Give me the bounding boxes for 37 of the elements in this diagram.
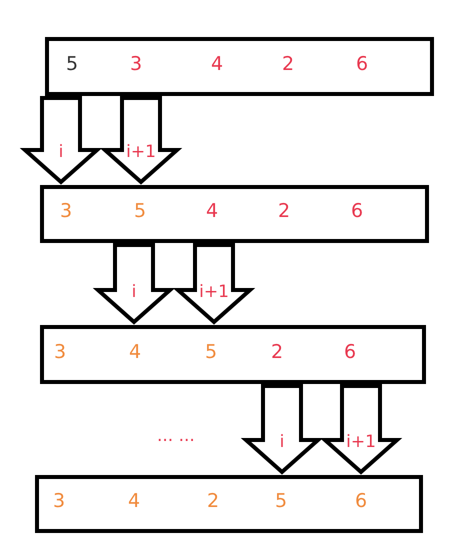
array-bar	[40, 325, 426, 384]
edge-label: i+1	[346, 432, 376, 452]
block-arrow	[20, 96, 102, 185]
edge-label: i	[132, 282, 136, 302]
array-value: 2	[278, 200, 290, 222]
block-arrow	[92, 243, 176, 325]
array-value: 4	[206, 200, 218, 222]
block-arrow	[100, 96, 182, 185]
array-bar	[35, 475, 423, 533]
array-value: 2	[206, 490, 220, 512]
edge-label: i	[280, 432, 284, 452]
array-value: 5	[134, 200, 146, 222]
array-value: 5	[66, 52, 78, 74]
edge-label: i+1	[126, 142, 156, 162]
array-value: 2	[282, 52, 294, 74]
edge-label: i	[58, 142, 64, 162]
array-value: 4	[128, 490, 140, 512]
array-value: 6	[354, 490, 368, 512]
array-bar	[40, 185, 429, 243]
block-arrow	[172, 243, 256, 325]
array-bar	[45, 37, 434, 96]
array-value: 6	[344, 340, 356, 362]
array-value: 3	[130, 52, 142, 74]
array-value: 3	[54, 340, 66, 362]
array-value: 6	[350, 200, 364, 222]
array-value: 3	[60, 200, 72, 222]
ellipsis-text: ... ...	[157, 426, 195, 446]
array-value: 3	[52, 490, 66, 512]
block-arrow	[240, 384, 324, 475]
array-value: 5	[274, 490, 288, 512]
array-value: 2	[270, 340, 284, 362]
array-value: 5	[204, 340, 218, 362]
array-value: 4	[210, 52, 224, 74]
edge-label: i+1	[199, 282, 229, 302]
array-value: 4	[128, 340, 142, 362]
block-arrow	[320, 384, 402, 475]
array-value: 6	[356, 52, 368, 74]
